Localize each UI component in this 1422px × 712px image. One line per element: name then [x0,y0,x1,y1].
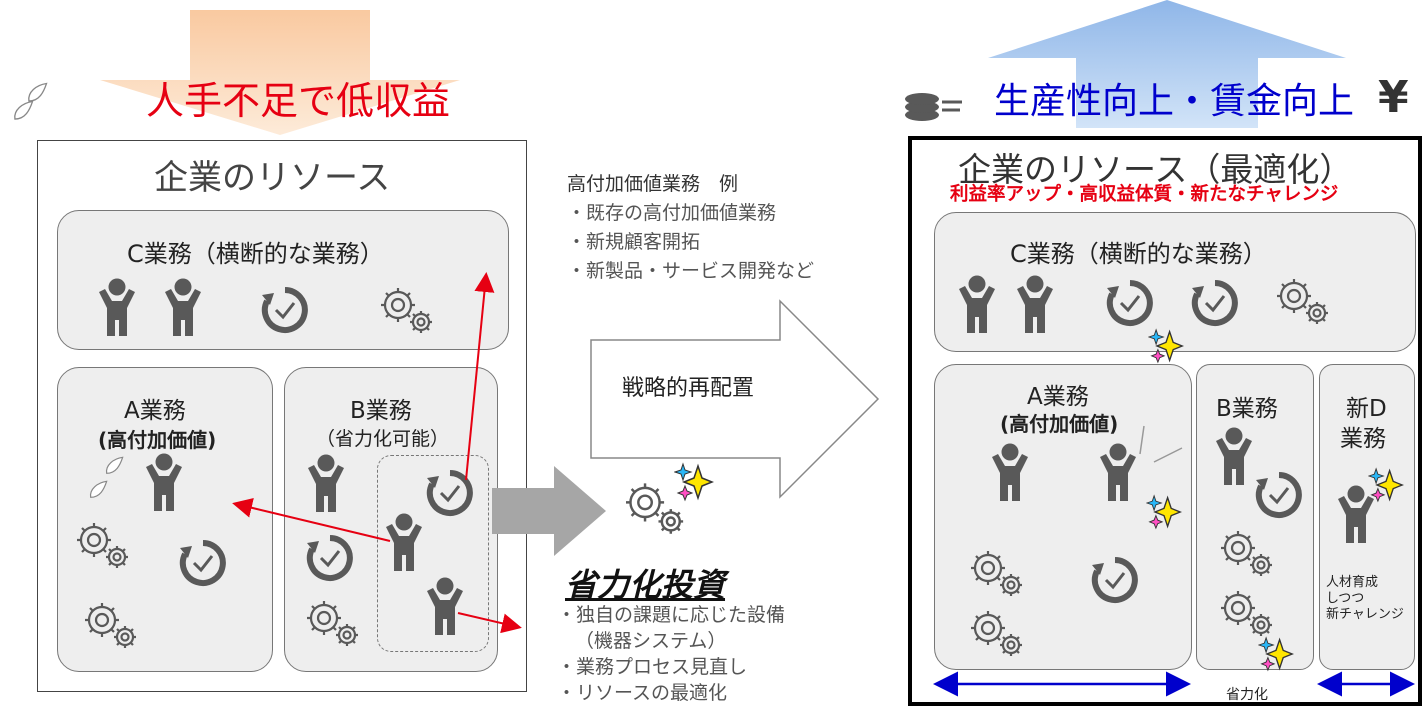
d-note-line: 人材育成 [1326,575,1379,590]
right-d-panel [1319,364,1415,670]
investment-heading: 省力化投資 [565,566,726,604]
gear-icon [966,548,1026,598]
labor-saving-dashed-box [377,455,489,652]
strategic-reallocation-label: 戦略的再配置 [622,376,755,401]
investment-item: （機器システム） [575,630,727,652]
clock-icon [1105,278,1155,328]
left-a-panel [57,367,273,672]
high-value-examples: 高付加価値業務 例 ・既存の高付加価値業務 ・新規顧客開拓 ・新製品・サービス開… [567,170,814,286]
right-a-panel-sub: (高付加価値) [1000,412,1119,436]
person-icon [1214,427,1254,487]
left-banner-text: 人手不足で低収益 [146,79,451,123]
big-outline-arrow [590,299,880,499]
right-a-panel [934,364,1192,670]
d-note-line: しつつ [1326,591,1365,606]
investment-list: ・独自の課題に応じた設備 （機器システム） ・業務プロセス見直し ・リソースの最… [557,602,785,706]
yen-icon: ¥ [1378,72,1409,123]
right-c-panel [934,212,1416,352]
sparkle-icon [1368,468,1403,502]
bottom-span-arrows [933,671,1415,697]
sparkle-icon [1146,495,1181,529]
left-b-panel-title: B業務 [350,398,412,424]
right-d-panel-title-1: 新D [1346,396,1387,422]
sparkle-icon [1258,637,1293,671]
high-value-item: ・新規顧客開拓 [567,231,701,253]
gear-icon [966,608,1026,658]
gear-icon [1216,588,1276,638]
bottom-labor-saving-label: 省力化 [1226,687,1268,703]
gray-block-arrow [492,466,606,556]
investment-item: ・業務プロセス見直し [557,656,748,678]
high-value-item: ・新製品・サービス開発など [567,260,815,282]
down-arrow-banner [100,10,460,135]
right-d-panel-title-2: 業務 [1340,426,1386,452]
right-b-panel-title: B業務 [1216,396,1278,422]
coins-icon [905,93,962,121]
sparkle-icon [674,462,714,502]
left-a-panel-sub: (高付加価値) [98,428,217,452]
gear-icon [1272,276,1332,326]
right-banner-text: 生産性向上・賃金向上 [994,81,1355,122]
right-resource-title: 企業のリソース（最適化） [958,150,1353,189]
high-value-item: ・既存の高付加価値業務 [567,202,777,224]
person-icon [1015,275,1055,335]
reallocation-arrows [232,272,522,634]
clock-icon [1190,278,1240,328]
clock-icon [1090,555,1140,605]
d-note-line: 新チャレンジ [1326,607,1404,622]
right-a-panel-title: A業務 [1027,384,1089,410]
left-a-panel-title: A業務 [124,398,186,424]
motion-lines [1139,425,1183,463]
up-arrow-banner [988,0,1346,128]
right-resource-subtitle: 利益率アップ・高収益体質・新たなチャレンジ [950,184,1339,205]
high-value-heading: 高付加価値業務 例 [567,173,739,195]
person-icon [957,275,997,335]
investment-item: ・独自の課題に応じた設備 [557,604,786,626]
sparkle-icon [1148,329,1183,363]
left-c-panel [57,210,509,350]
gear-icon [1216,528,1276,578]
investment-item: ・リソースの最適化 [557,682,728,704]
d-panel-note: 人材育成 しつつ 新チャレンジ [1326,575,1404,623]
left-c-panel-title: C業務（横断的な業務） [127,240,384,268]
left-b-panel-sub: （省力化可能） [316,428,450,450]
person-icon [990,443,1030,503]
person-icon [1098,443,1138,503]
right-c-panel-title: C業務（横断的な業務） [1010,240,1267,268]
clock-icon [1254,470,1304,520]
left-resource-title: 企業のリソース [154,158,391,198]
